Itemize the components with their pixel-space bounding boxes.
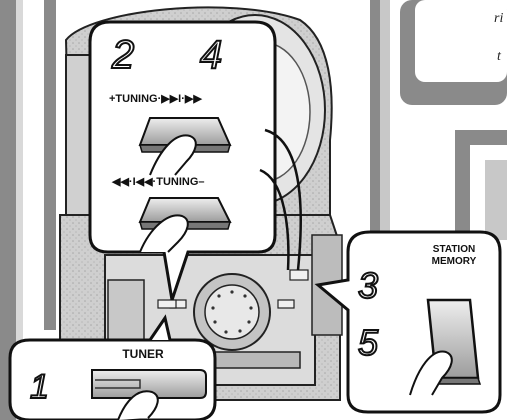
step-number-5: 5 xyxy=(358,322,379,363)
step-number-3: 3 xyxy=(358,265,378,306)
step-number-2: 2 xyxy=(111,33,134,77)
step-number-1: 1 xyxy=(30,368,49,406)
tuning-down-label: ◀◀·I◀◀·TUNING– xyxy=(111,176,205,188)
step-number-4: 4 xyxy=(200,33,222,77)
station-memory-label-1: STATION xyxy=(433,244,475,255)
tuning-button-small xyxy=(290,270,308,280)
tuner-label: TUNER xyxy=(122,347,164,361)
tuning-up-label: +TUNING·▶▶I·▶▶ xyxy=(109,93,202,105)
partial-text-1: ri xyxy=(494,11,503,26)
station-memory-label-2: MEMORY xyxy=(432,256,477,267)
